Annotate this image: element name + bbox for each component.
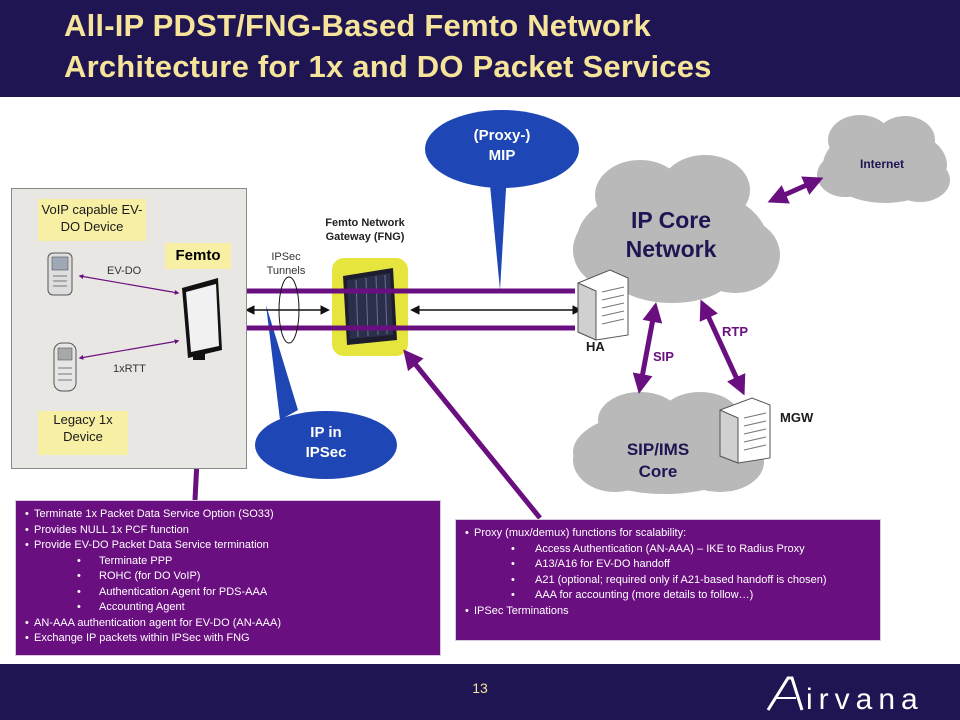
femto_box-item: Provides NULL 1x PCF function [25,523,434,539]
mgw-server-icon [719,397,771,464]
ipsec-tunnels-label: IPSec Tunnels [266,251,306,277]
ha-label: HA [586,339,605,354]
fng-label: Femto Network Gateway (FNG) [325,217,405,243]
internet-label: Internet [859,157,904,171]
legacy-phone-icon [53,342,77,392]
fng_box-item: IPSec Terminations [465,604,874,620]
fng_box-item: A13/A16 for EV-DO handoff [465,557,874,573]
legacy-device-label: Legacy 1x Device [38,411,128,455]
fng-functions-box: Proxy (mux/demux) functions for scalabil… [455,519,881,641]
sip-label: SIP [653,349,674,364]
femto_box-item: Terminate PPP [25,554,434,570]
femto-device-icon [182,278,222,360]
femto_box-item: Accounting Agent [25,600,434,616]
fng_box-item: AAA for accounting (more details to foll… [465,588,874,604]
ip-core-cloud [573,155,780,303]
sip-ims-label: SIP/IMS Core [626,440,690,481]
sip-arrow [632,302,663,394]
title-bar [0,0,960,97]
fng-callout-arrow [403,349,542,520]
femto-label: Femto [165,243,231,269]
rtp-arrow [699,299,746,396]
footer-bar [0,664,960,720]
femto_box-item: ROHC (for DO VoIP) [25,569,434,585]
mgw-label: MGW [780,410,814,425]
page-number: 13 [472,680,488,696]
femto-functions-list: Terminate 1x Packet Data Service Option … [25,507,434,647]
femto_box-item: Provide EV-DO Packet Data Service termin… [25,538,434,554]
core-internet-arrow [767,176,824,204]
fng_box-item: Access Authentication (AN-AAA) – IKE to … [465,542,874,558]
ip-in-ipsec-text: IP in IPSec [305,424,347,461]
femto_box-item: AN-AAA authentication agent for EV-DO (A… [25,616,434,632]
sip-ims-cloud [573,392,764,494]
ha-server-icon [577,269,629,341]
ip-in-ipsec-bubble-tail [266,305,298,420]
femto_box-item: Authentication Agent for PDS-AAA [25,585,434,601]
fng_box-item: Proxy (mux/demux) functions for scalabil… [465,526,874,542]
proxy-mip-bubble: (Proxy-) MIP [425,110,579,188]
fng_box-item: A21 (optional; required only if A21-base… [465,573,874,589]
logo-wordmark: irvana [806,683,924,716]
proxy-mip-bubble-tail [490,172,507,290]
slide-title-line-1: All-IP PDST/FNG-Based Femto Network [64,8,651,43]
fng-functions-list: Proxy (mux/demux) functions for scalabil… [465,526,874,619]
femto_box-item: Terminate 1x Packet Data Service Option … [25,507,434,523]
femto_box-item: Exchange IP packets within IPSec with FN… [25,631,434,647]
proxy-mip-text: (Proxy-) MIP [473,127,531,164]
ip-core-label: IP Core Network [625,207,717,262]
femto-functions-box: Terminate 1x Packet Data Service Option … [15,500,441,656]
internet-cloud [817,115,950,203]
voip-device-label: VoIP capable EV-DO Device [38,199,146,241]
slide-title-line-2: Architecture for 1x and DO Packet Servic… [64,49,712,84]
airvana-logo: irvana [766,676,924,716]
ip-in-ipsec-bubble: IP in IPSec [255,411,397,479]
ipsec-tunnel-ellipse [278,276,300,344]
evdo-link-label: EV-DO [107,265,142,277]
evdo-phone-icon [47,252,73,296]
rtp-label: RTP [722,324,748,339]
fng-server-icon [343,268,397,345]
onexrtt-link-label: 1xRTT [113,363,146,375]
home-devices [47,252,222,392]
